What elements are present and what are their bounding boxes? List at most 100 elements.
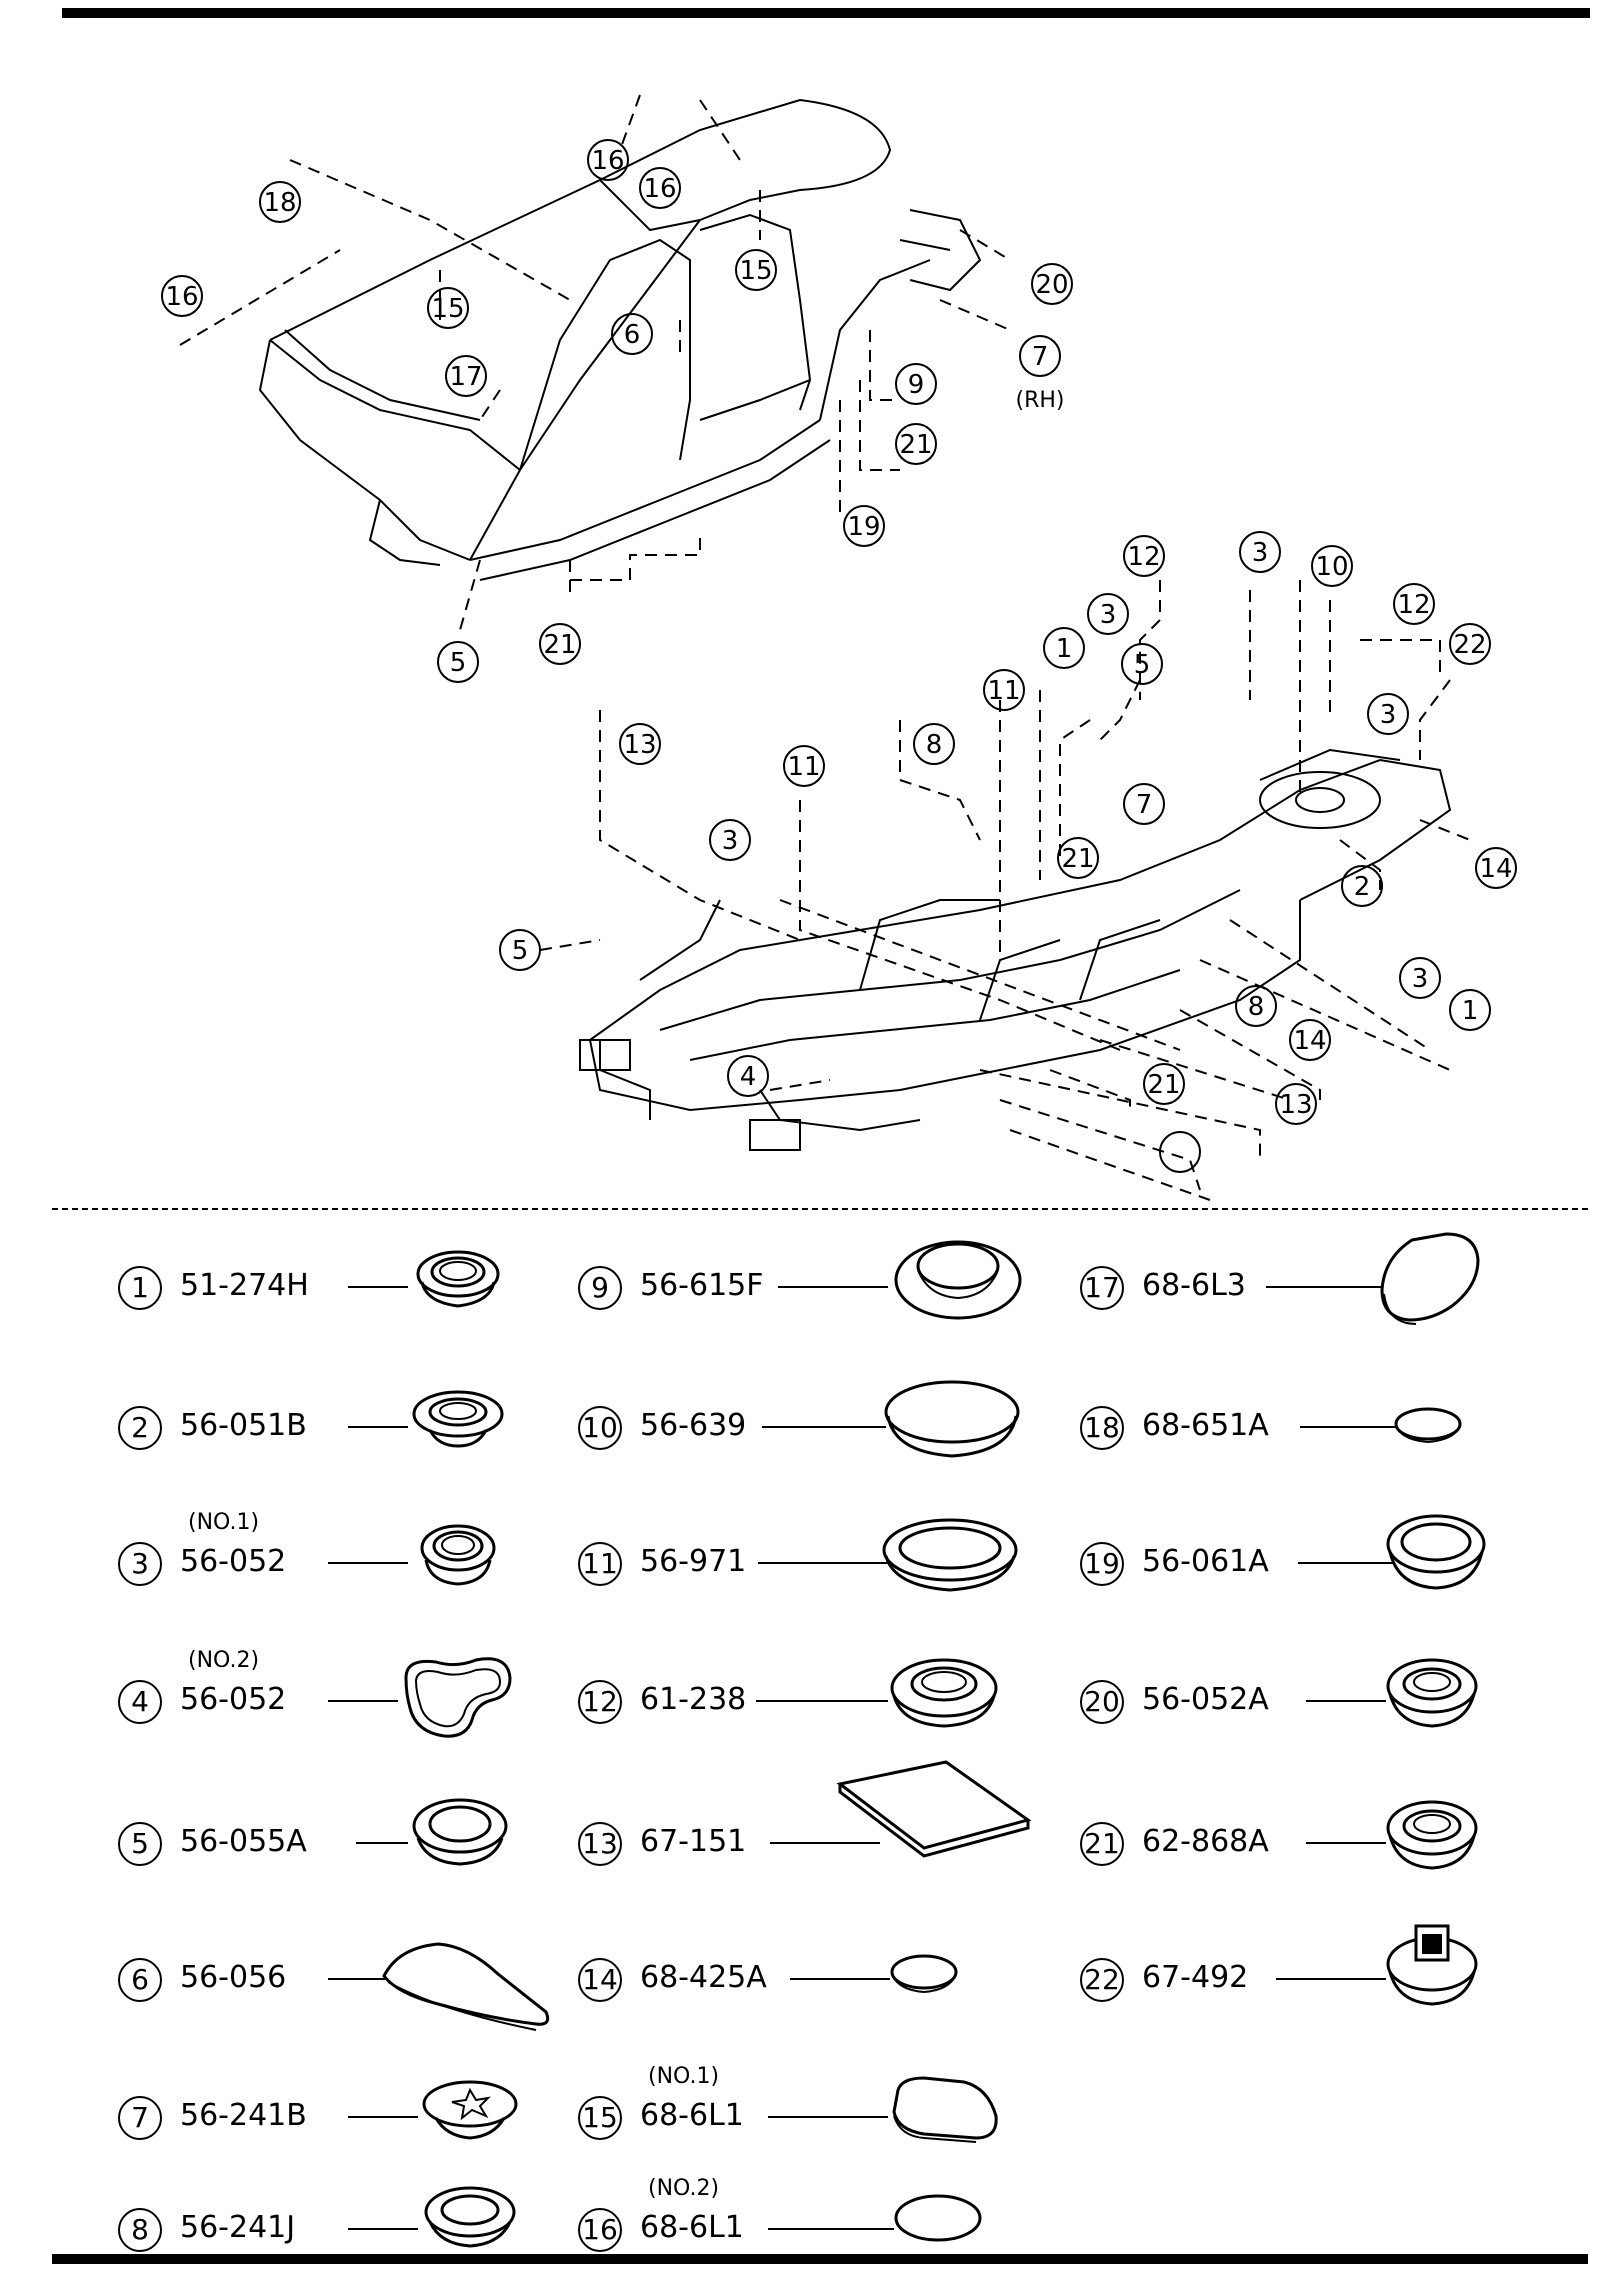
legend-item: 5 56-055A — [118, 1798, 538, 1888]
callout-label: 15 — [739, 256, 772, 286]
part-number: 67-151 — [640, 1824, 747, 1859]
floorpan-leader-lines — [539, 580, 1471, 1201]
callout-label: 3 — [1412, 964, 1429, 994]
grommet-icon — [420, 1524, 496, 1586]
callout-label: 21 — [543, 630, 576, 660]
cap-plug-icon — [894, 1240, 1022, 1320]
legend-number: 8 — [118, 2208, 162, 2252]
dome-cap-icon — [884, 1380, 1020, 1458]
legend-number: 15 — [578, 2096, 622, 2140]
part-number: 68-6L1 — [640, 2210, 744, 2245]
legend-item: 21 62-868A — [1080, 1800, 1550, 1888]
rounded-pad-icon — [892, 2076, 998, 2143]
legend-number: 6 — [118, 1958, 162, 2002]
callout-label: 13 — [1279, 1090, 1312, 1120]
part-number: 56-052 — [180, 1544, 287, 1579]
part-number: 56-241J — [180, 2210, 296, 2245]
callout-label: 1 — [1056, 634, 1073, 664]
callout-label: 8 — [1248, 992, 1265, 1022]
clip-grommet-icon — [1386, 1924, 1478, 2006]
body-leader-lines — [179, 94, 1011, 631]
part-number: 67-492 — [1142, 1960, 1249, 1995]
grommet-icon — [412, 1798, 508, 1866]
legend-number: 18 — [1080, 1406, 1124, 1450]
legend-item: 16 (NO.2) 68-6L1 — [578, 2176, 1058, 2292]
grommet-icon — [416, 1250, 500, 1308]
legend-item: 12 61-238 — [578, 1658, 1058, 1746]
top-border-rule — [62, 8, 1590, 18]
round-pad-icon — [1394, 1407, 1462, 1444]
body-shell-drawing — [258, 98, 982, 581]
callout-label: 18 — [263, 188, 296, 218]
part-number: 68-651A — [1142, 1408, 1269, 1443]
part-number: 56-052A — [1142, 1682, 1269, 1717]
callout-label: 7 — [1032, 342, 1049, 372]
legend-item: 19 56-061A — [1080, 1514, 1550, 1608]
triangular-pad-icon — [382, 1942, 550, 2031]
floorpan-drawing — [579, 748, 1452, 1151]
legend-item: 9 56-615F — [578, 1240, 1058, 1332]
callout-label: 13 — [623, 730, 656, 760]
legend-number: 9 — [578, 1266, 622, 1310]
callout-label: 12 — [1127, 542, 1160, 572]
legend-item: 14 68-425A — [578, 1944, 1058, 2024]
ring-grommet-icon — [882, 1518, 1018, 1592]
part-number: 56-971 — [640, 1544, 747, 1579]
part-number: 61-238 — [640, 1682, 747, 1717]
part-note: (NO.1) — [188, 1510, 260, 1535]
legend-item: 10 56-639 — [578, 1380, 1058, 1472]
callout-label: 6 — [624, 320, 641, 350]
callout-label: 21 — [1061, 844, 1094, 874]
legend-number: 14 — [578, 1958, 622, 2002]
legend-number: 4 — [118, 1680, 162, 1724]
callout-label: 3 — [1100, 600, 1117, 630]
legend-number: 2 — [118, 1406, 162, 1450]
legend-number: 7 — [118, 2096, 162, 2140]
floorpan-callout-labels: 12 3 10 12 22 3 1 5 11 8 13 3 11 7 21 3 … — [512, 538, 1513, 1120]
callout-label: 5 — [512, 936, 529, 966]
legend-number: 21 — [1080, 1822, 1124, 1866]
ring-grommet-icon — [1386, 1514, 1486, 1590]
legend-item: 18 68-651A — [1080, 1392, 1550, 1472]
grommet-icon — [412, 1390, 504, 1448]
legend-number: 10 — [578, 1406, 622, 1450]
callout-label: 8 — [926, 730, 943, 760]
oval-grommet-icon — [424, 2186, 516, 2248]
part-number: 56-056 — [180, 1960, 287, 1995]
legend-item: 7 56-241B — [118, 2080, 558, 2162]
legend-item: 6 56-056 — [118, 1942, 558, 2031]
callout-label: 3 — [1252, 538, 1269, 568]
callout-label: 21 — [899, 430, 932, 460]
part-number: 68-6L1 — [640, 2098, 744, 2133]
callout-label: 12 — [1397, 590, 1430, 620]
part-number: 68-6L3 — [1142, 1268, 1246, 1303]
section-divider — [52, 1208, 1588, 1210]
part-number: 56-051B — [180, 1408, 307, 1443]
round-pad-icon — [890, 1954, 958, 1994]
body-callout-labels: 16 16 18 16 15 15 6 17 20 7 9 21 19 5 21… — [165, 146, 1068, 678]
legend-number: 3 — [118, 1542, 162, 1586]
oval-pad-icon — [1380, 1232, 1480, 1325]
legend-item: 13 67-151 — [578, 1760, 1058, 1888]
legend-number: 11 — [578, 1542, 622, 1586]
callout-label: 16 — [165, 282, 198, 312]
callout-label: 16 — [643, 174, 676, 204]
legend-item: 22 67-492 — [1080, 1924, 1550, 2024]
part-number: 56-055A — [180, 1824, 307, 1859]
part-number: 56-241B — [180, 2098, 307, 2133]
legend-number: 17 — [1080, 1266, 1124, 1310]
part-number: 56-052 — [180, 1682, 287, 1717]
legend-item: 4 (NO.2) 56-052 — [118, 1648, 538, 1746]
legend-item: 8 56-241J — [118, 2186, 558, 2292]
callout-label: 21 — [1147, 1070, 1180, 1100]
part-number: 51-274H — [180, 1268, 309, 1303]
part-note: (NO.2) — [188, 1648, 260, 1673]
legend-number: 20 — [1080, 1680, 1124, 1724]
part-number: 68-425A — [640, 1960, 767, 1995]
kidney-plug-icon — [404, 1657, 512, 1738]
legend-item: 15 (NO.1) 68-6L1 — [578, 2064, 1058, 2162]
sealing-sheet-icon — [836, 1760, 1032, 1858]
legend-item: 17 68-6L3 — [1080, 1232, 1550, 1332]
callout-label: 15 — [431, 294, 464, 324]
